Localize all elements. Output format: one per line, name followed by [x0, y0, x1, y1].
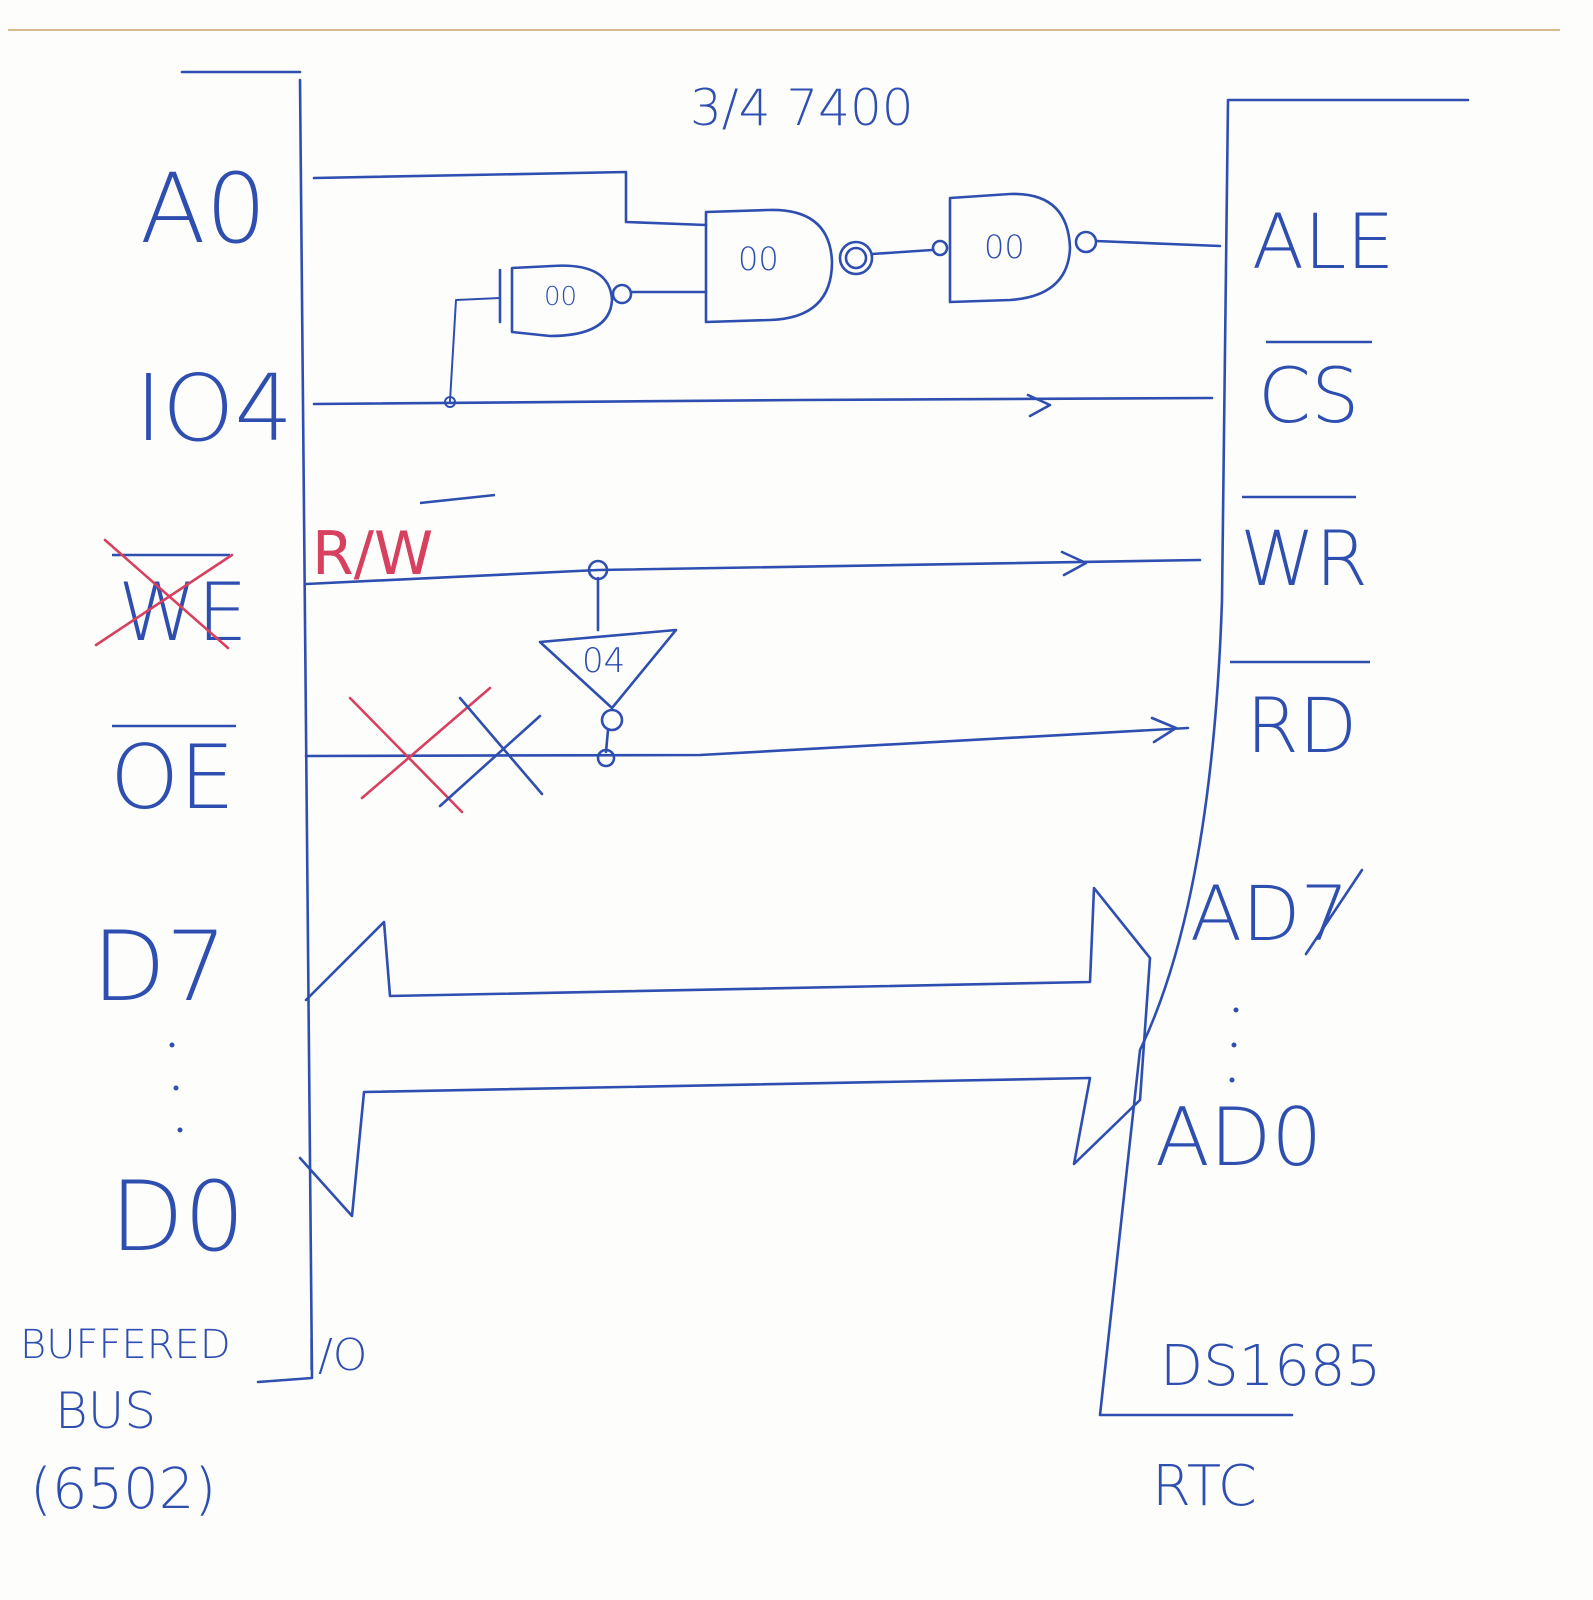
wire-io4-cs — [312, 396, 1214, 406]
header-note: 3/4 7400 — [690, 79, 914, 137]
pin-label-cs-group: CS — [1258, 340, 1372, 440]
wire-inverter-out — [604, 728, 610, 754]
pin-label-a0: A0 — [140, 153, 267, 265]
inverter-gate: 04 — [538, 628, 678, 732]
nand-gate-2-type: 00 — [738, 240, 779, 278]
oe-wire-cross-marks — [348, 686, 544, 814]
wire-rw-wr — [304, 558, 1202, 586]
pin-label-d7: D7 — [92, 911, 227, 1023]
we-cross-a — [103, 538, 230, 650]
pin-label-we: WE — [118, 566, 248, 659]
data-bus-arrow — [298, 886, 1152, 1218]
pin-label-wr-group: WR — [1240, 495, 1368, 603]
nand-gate-3-type: 00 — [984, 228, 1025, 266]
wire-oe-rd — [304, 726, 1190, 758]
nand-gate-3: 00 — [931, 192, 1098, 304]
nand-gate-1: 00 — [498, 264, 633, 338]
left-ellipsis — [169, 1042, 183, 1133]
pin-label-oe: OE — [110, 726, 235, 829]
nand-gate-1-type: 00 — [544, 282, 577, 312]
we-cross-b — [94, 553, 234, 647]
pin-label-ad0: AD0 — [1155, 1091, 1322, 1184]
left-chip-caption-2: BUS — [55, 1382, 156, 1440]
wire-ale — [1094, 239, 1222, 248]
rw-overbar — [419, 493, 496, 505]
right-chip-outline — [1098, 98, 1470, 1417]
wire-a0 — [312, 170, 708, 227]
pin-label-rd: RD — [1246, 681, 1357, 770]
right-chip-part-number: DS1685 — [1160, 1334, 1381, 1399]
pin-label-ad7: AD7 — [1190, 869, 1349, 958]
wire-io4-branch — [449, 297, 501, 402]
arrow-cs — [1026, 393, 1052, 418]
pin-label-ale: ALE — [1252, 197, 1394, 286]
pin-label-wr: WR — [1240, 514, 1368, 603]
junction-io4 — [444, 396, 456, 408]
pin-label-oe-group: OE — [110, 724, 236, 829]
pin-label-rd-group: RD — [1230, 660, 1370, 770]
arrow-rd — [1150, 716, 1178, 744]
ad7-correction-stroke — [1304, 868, 1364, 956]
pin-label-we-struck: WE — [94, 538, 248, 659]
junction-oe — [596, 748, 616, 768]
nand-gate-2: 00 — [704, 208, 874, 324]
inverter-type: 04 — [582, 641, 625, 681]
left-chip-caption-1: BUFFERED — [20, 1322, 231, 1368]
left-chip-caption-io: I/O — [305, 1330, 367, 1381]
wire-nand2-to-nand3 — [870, 248, 934, 256]
pin-label-d0: D0 — [110, 1161, 245, 1273]
signal-note-rw: R/W — [312, 519, 433, 589]
left-chip-outline — [180, 70, 314, 1384]
arrow-wr — [1060, 550, 1088, 577]
left-chip-caption-3: (6502) — [30, 1457, 216, 1522]
right-ellipsis — [1229, 1007, 1239, 1083]
pin-label-cs: CS — [1258, 351, 1359, 440]
pin-label-io4: IO4 — [135, 355, 293, 462]
right-chip-function: RTC — [1152, 1454, 1257, 1519]
